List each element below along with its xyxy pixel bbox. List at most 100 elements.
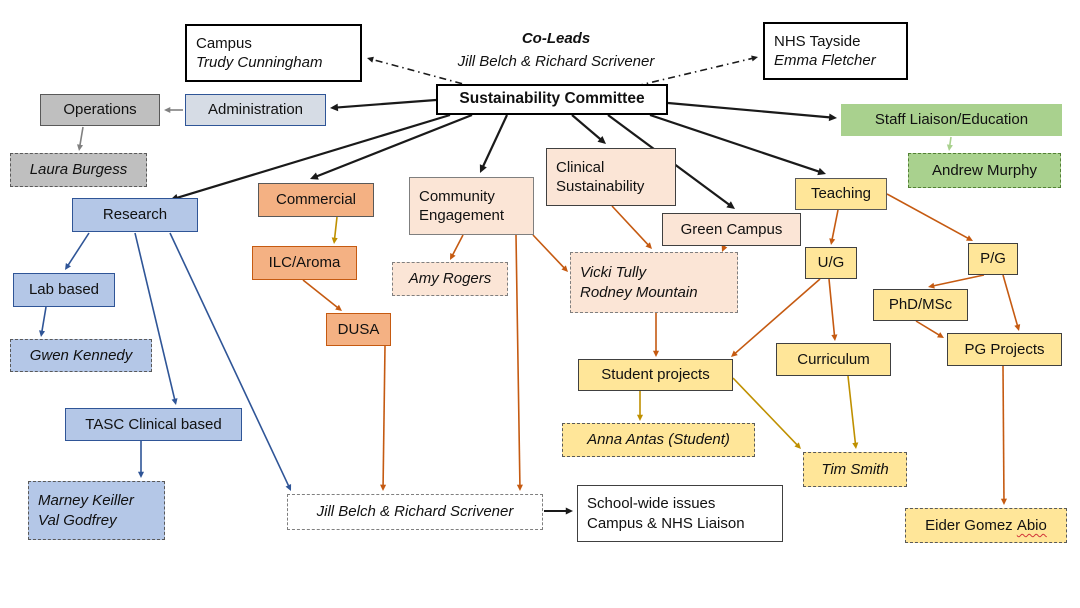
node-label: Gwen Kennedy [29,346,133,364]
node-label: Campus & NHS Liaison [587,514,745,532]
edge-ug-curriculum [828,278,838,341]
node-label: Laura Burgess [29,161,128,179]
node-label: Commercial [275,191,356,209]
co-leads-label: Co-Leads [521,30,591,47]
node-label: Lab based [28,281,100,299]
node-label: TASC Clinical based [85,415,222,433]
edge-teaching-ug [829,209,839,245]
edge-jill-coordination-school-wide [544,507,573,515]
edge-ilc-aroma-dusa [302,279,342,311]
node-andrew-murphy: Andrew Murphy [908,153,1061,188]
edge-curriculum-tim-smith [847,375,859,449]
node-label: Anna Antas (Student) [587,431,730,449]
edge-operations-laura-burgess [77,126,84,151]
node-staff-liaison: Staff Liaison/Education [841,104,1062,136]
node-dusa: DUSA [326,313,391,346]
node-label: Green Campus [680,220,783,238]
node-label: Curriculum [797,350,870,368]
edge-vicki-rodney-student-projects [652,313,660,357]
node-label: Trudy Cunningham [196,54,323,71]
edge-community-engagement-vicki-rodney [532,234,568,272]
node-label: PhD/MSc [888,296,953,314]
edge-research-tasc [134,232,178,405]
node-label: Sustainability [556,178,645,195]
node-label: Clinical [556,158,605,176]
node-label: Operations [63,101,137,119]
node-eider-gomez: Eider Gomez Abio [905,508,1067,543]
node-pg: P/G [968,243,1018,275]
node-label: Jill Belch & Richard Scrivener [316,503,514,521]
edge-staff-liaison-andrew-murphy [946,136,953,151]
node-ug: U/G [805,247,857,279]
edge-community-engagement-amy-rogers [450,234,464,260]
misspelled-word: Abio [1016,516,1047,534]
node-campus: Campus Trudy Cunningham [185,24,362,82]
node-ilc-aroma: ILC/Aroma [252,246,357,280]
edge-teaching-pg [886,193,973,241]
edge-committee-staff-liaison [667,101,837,122]
edge-committee-commercial [310,113,473,180]
node-label: Sustainability Committee [459,90,645,108]
node-label: Community [419,187,495,205]
node-school-wide: School-wide issues Campus & NHS Liaison [577,485,783,542]
node-marney-val: Marney Keiller Val Godfrey [28,481,165,540]
node-tasc-clinical: TASC Clinical based [65,408,242,441]
node-community-engagement: Community Engagement [409,177,534,235]
edge-green-campus-vicki-rodney [721,244,728,252]
edge-dusa-jill-coordination [380,345,387,491]
node-student-projects: Student projects [578,359,733,391]
node-label: Marney Keiller [38,492,134,509]
node-gwen-kennedy: Gwen Kennedy [10,339,152,372]
edge-commercial-ilc-aroma [331,216,338,244]
node-anna-antas: Anna Antas (Student) [562,423,755,457]
edge-committee-teaching [649,113,826,176]
edge-pg-pg-projects [1002,274,1021,331]
node-label: Engagement [419,207,505,224]
node-tim-smith: Tim Smith [803,452,907,487]
co-leads-title: Co-Leads Jill Belch & Richard Scrivener [396,28,716,73]
node-green-campus: Green Campus [662,213,801,246]
node-jill-coordination: Jill Belch & Richard Scrivener [287,494,543,530]
edge-committee-administration [330,98,437,112]
edge-student-projects-anna-antas [636,391,644,421]
node-label: Emma Fletcher [774,52,876,69]
node-research: Research [72,198,198,232]
node-laura-burgess: Laura Burgess [10,153,147,187]
node-label: U/G [817,254,845,272]
edge-lab-based-gwen-kennedy [39,306,47,337]
edge-phd-msc-pg-projects [915,320,944,338]
node-operations: Operations [40,94,160,126]
node-label: PG Projects [964,340,1045,358]
node-label: Vicki Tully [580,264,647,281]
node-label: Campus [196,34,252,52]
node-administration: Administration [185,94,326,126]
node-label: Andrew Murphy [931,161,1038,179]
node-phd-msc: PhD/MSc [873,289,968,321]
edge-administration-operations [164,106,183,114]
node-label: Rodney Mountain [580,283,698,301]
node-label: P/G [980,250,1006,268]
node-sustainability-committee: Sustainability Committee [436,84,668,115]
node-amy-rogers: Amy Rogers [392,262,508,296]
node-label: DUSA [337,320,380,338]
node-label: Teaching [810,185,872,203]
node-label: Student projects [601,366,710,384]
edge-pg-projects-eider-gomez [1000,365,1007,505]
node-label: Staff Liaison/Education [874,111,1029,129]
node-vicki-rodney: Vicki Tully Rodney Mountain [570,252,738,313]
node-nhs-tayside: NHS Tayside Emma Fletcher [763,22,908,80]
edge-pg-phd-msc [928,274,985,289]
node-label: Eider Gomez [925,516,1017,534]
edge-clinical-sustainability-vicki-rodney [611,205,652,249]
node-lab-based: Lab based [13,273,115,307]
edge-research-lab-based [65,232,90,270]
node-pg-projects: PG Projects [947,333,1062,366]
edge-community-engagement-jill-coordination [515,234,523,491]
node-commercial: Commercial [258,183,374,217]
node-label: Research [102,206,168,224]
co-leads-names: Jill Belch & Richard Scrivener [457,52,655,70]
edge-committee-community-engagement [479,114,508,173]
edge-tasc-marney-val [137,441,145,478]
edge-committee-clinical-sustainability [571,114,606,144]
